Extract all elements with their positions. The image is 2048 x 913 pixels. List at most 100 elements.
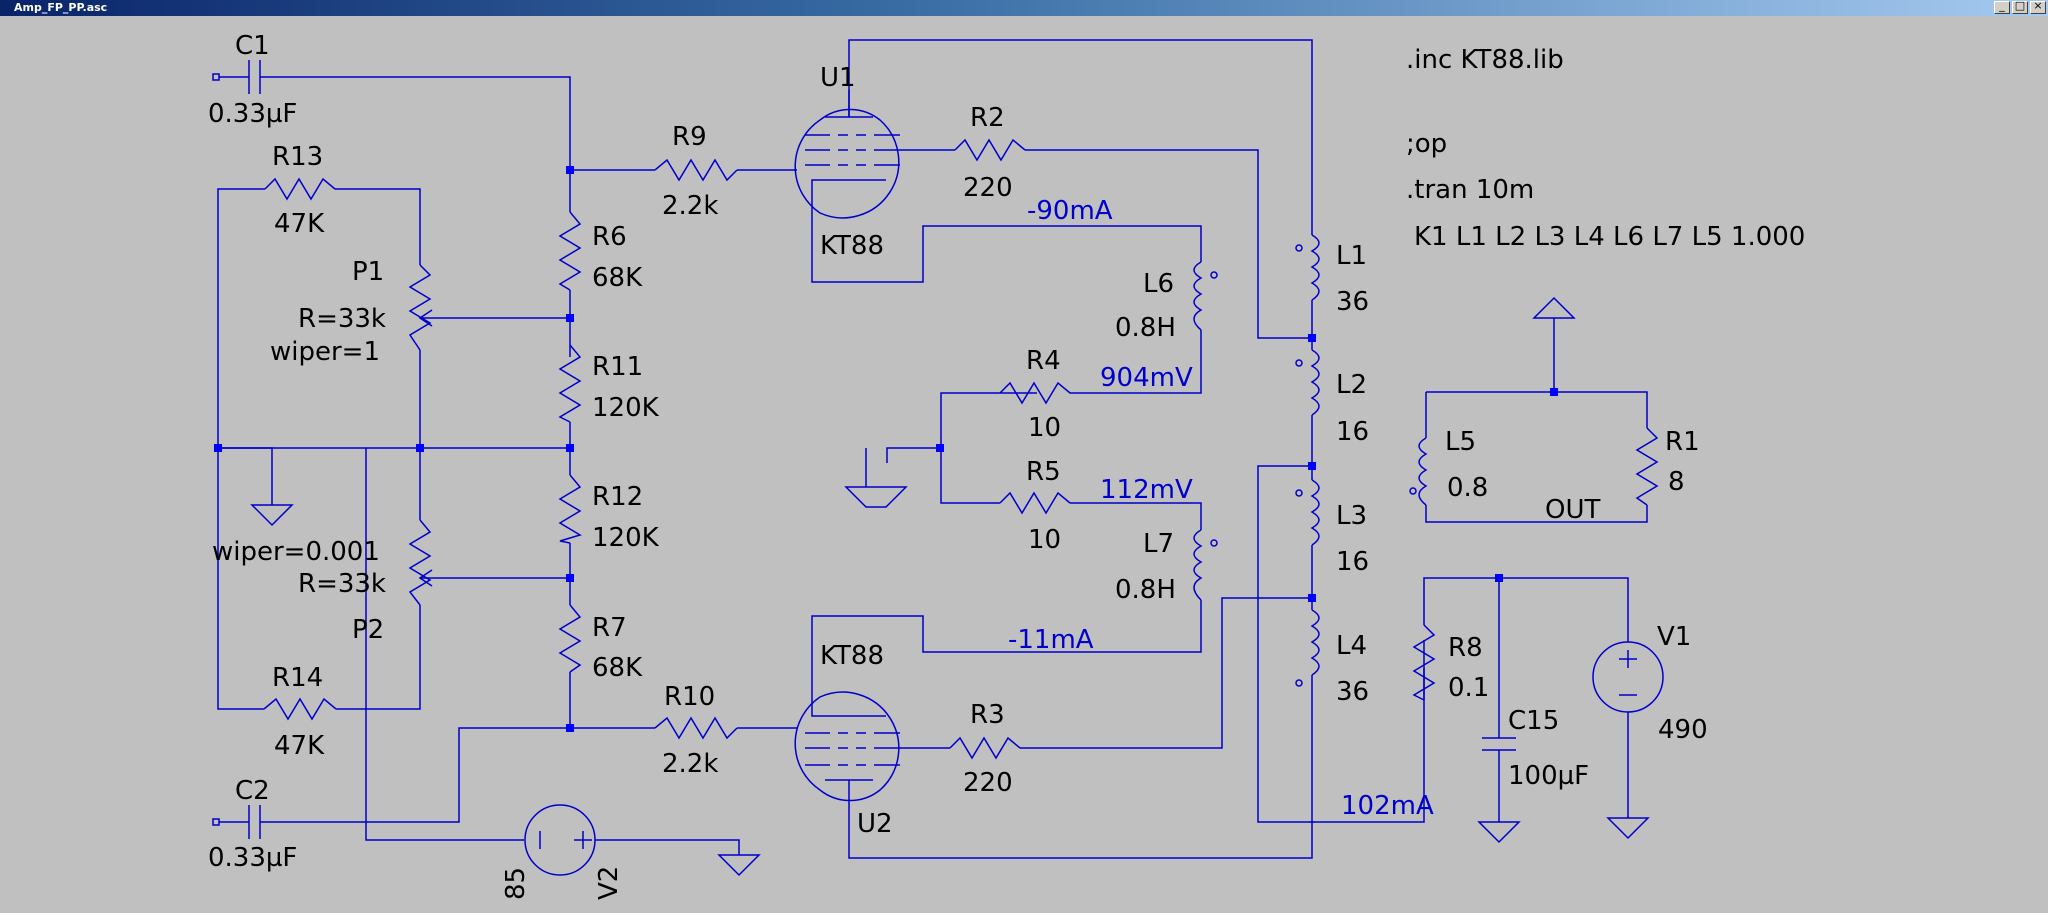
l2-name: L2: [1336, 370, 1367, 400]
r3-name: R3: [970, 700, 1005, 730]
resistor-r11[interactable]: [558, 344, 582, 423]
inductor-l2[interactable]: [1295, 349, 1320, 416]
l1-name: L1: [1336, 241, 1367, 271]
r11-name: R11: [592, 352, 643, 382]
c2-value: 0.33µF: [208, 843, 297, 873]
ground-symbol-6: [1532, 296, 1576, 319]
potentiometer-p1[interactable]: [408, 264, 440, 351]
r8-name: R8: [1448, 633, 1483, 663]
u2-name: U2: [857, 809, 893, 839]
inductor-l4[interactable]: [1295, 609, 1320, 687]
directive-op: ;op: [1406, 129, 1447, 159]
l3-name: L3: [1336, 501, 1367, 531]
r9-name: R9: [672, 122, 707, 152]
r5-value: 10: [1028, 525, 1061, 555]
voltage-source-v1[interactable]: [1592, 641, 1664, 713]
p1-wiper: wiper=1: [270, 337, 380, 367]
r14-value: 47K: [274, 731, 325, 761]
close-button[interactable]: ×: [2030, 0, 2046, 14]
l7-name: L7: [1143, 529, 1174, 559]
p2-resistance: R=33k: [298, 569, 386, 599]
p2-name: P2: [352, 615, 384, 645]
close-icon: ×: [2033, 0, 2043, 12]
title-bar[interactable]: Amp_FP_PP.asc _ □ ×: [0, 0, 2048, 16]
l6-name: L6: [1143, 269, 1174, 299]
l3-value: 16: [1336, 547, 1369, 577]
r5-name: R5: [1026, 457, 1061, 487]
tube-u2[interactable]: [794, 691, 900, 802]
inductor-l1[interactable]: [1295, 234, 1320, 301]
r9-value: 2.2k: [662, 191, 718, 221]
r10-value: 2.2k: [662, 749, 718, 779]
r13-name: R13: [272, 142, 323, 172]
window-title: Amp_FP_PP.asc: [14, 1, 108, 14]
resistor-r1[interactable]: [1635, 427, 1659, 506]
resistor-r8[interactable]: [1412, 624, 1436, 701]
r8-value: 0.1: [1448, 673, 1489, 703]
r1-value: 8: [1668, 467, 1685, 497]
inductor-l7[interactable]: [1193, 529, 1218, 601]
capacitor-c15[interactable]: [1482, 737, 1516, 751]
resistor-r7[interactable]: [558, 604, 582, 673]
v1-value: 490: [1658, 715, 1708, 745]
u1-model: KT88: [820, 231, 884, 261]
probe-voltage-r4: 904mV: [1100, 363, 1193, 393]
inductor-l5[interactable]: [1409, 437, 1428, 506]
inductor-l3[interactable]: [1295, 479, 1320, 546]
capacitor-c2[interactable]: [212, 805, 261, 839]
u1-name: U1: [820, 63, 856, 93]
p1-resistance: R=33k: [298, 304, 386, 334]
r2-value: 220: [963, 173, 1013, 203]
directive-tran: .tran 10m: [1406, 175, 1534, 205]
p1-name: P1: [352, 257, 384, 287]
resistor-r5[interactable]: [999, 491, 1071, 515]
v1-name: V1: [1657, 622, 1691, 652]
resistor-r2[interactable]: [954, 138, 1026, 162]
capacitor-c1[interactable]: [212, 60, 261, 94]
l7-value: 0.8H: [1115, 575, 1176, 605]
ground-symbol-2: [717, 854, 761, 877]
l5-value: 0.8: [1447, 473, 1488, 503]
l4-value: 36: [1336, 677, 1369, 707]
r1-name: R1: [1665, 427, 1700, 457]
minimize-icon: _: [1999, 0, 2005, 12]
r4-name: R4: [1026, 346, 1061, 376]
voltage-source-v2[interactable]: [524, 804, 596, 876]
p2-wiper: wiper=0.001: [212, 537, 380, 567]
maximize-icon: □: [2014, 0, 2026, 12]
resistor-r13[interactable]: [264, 177, 336, 201]
wires: [217, 39, 1648, 859]
r11-value: 120K: [592, 393, 660, 423]
potentiometer-p2[interactable]: [408, 519, 440, 606]
resistor-r9[interactable]: [654, 158, 738, 182]
r12-value: 120K: [592, 523, 660, 553]
c15-name: C15: [1508, 706, 1559, 736]
resistor-r4[interactable]: [999, 381, 1107, 405]
r7-name: R7: [592, 613, 627, 643]
symbols: [212, 60, 1664, 877]
probe-current-supply: 102mA: [1341, 791, 1434, 821]
r7-value: 68K: [592, 653, 643, 683]
resistor-r3[interactable]: [949, 736, 1021, 760]
r10-name: R10: [664, 682, 715, 712]
tube-u1[interactable]: [794, 90, 900, 219]
l6-value: 0.8H: [1115, 313, 1176, 343]
resistor-r14[interactable]: [263, 697, 337, 721]
component-labels: C1 0.33µF C2 0.33µF R13 47K R14 47K P1 R…: [208, 31, 1708, 900]
spice-directives: .inc KT88.lib ;op .tran 10m K1 L1 L2 L3 …: [1406, 45, 1805, 252]
c15-value: 100µF: [1508, 761, 1589, 791]
minimize-button[interactable]: _: [1994, 0, 2010, 14]
r3-value: 220: [963, 768, 1013, 798]
out-label: OUT: [1545, 495, 1600, 525]
inductor-l6[interactable]: [1193, 261, 1218, 331]
resistor-r12[interactable]: [558, 474, 582, 544]
r4-value: 10: [1028, 413, 1061, 443]
directive-coupling: K1 L1 L2 L3 L4 L6 L7 L5 1.000: [1414, 222, 1805, 252]
resistor-r10[interactable]: [654, 716, 738, 740]
schematic-canvas[interactable]: C1 0.33µF C2 0.33µF R13 47K R14 47K P1 R…: [0, 16, 2048, 913]
junctions: [214, 166, 1558, 732]
resistor-r6[interactable]: [558, 211, 582, 291]
c1-value: 0.33µF: [208, 99, 297, 129]
directive-include: .inc KT88.lib: [1406, 45, 1564, 75]
maximize-button[interactable]: □: [2012, 0, 2028, 14]
